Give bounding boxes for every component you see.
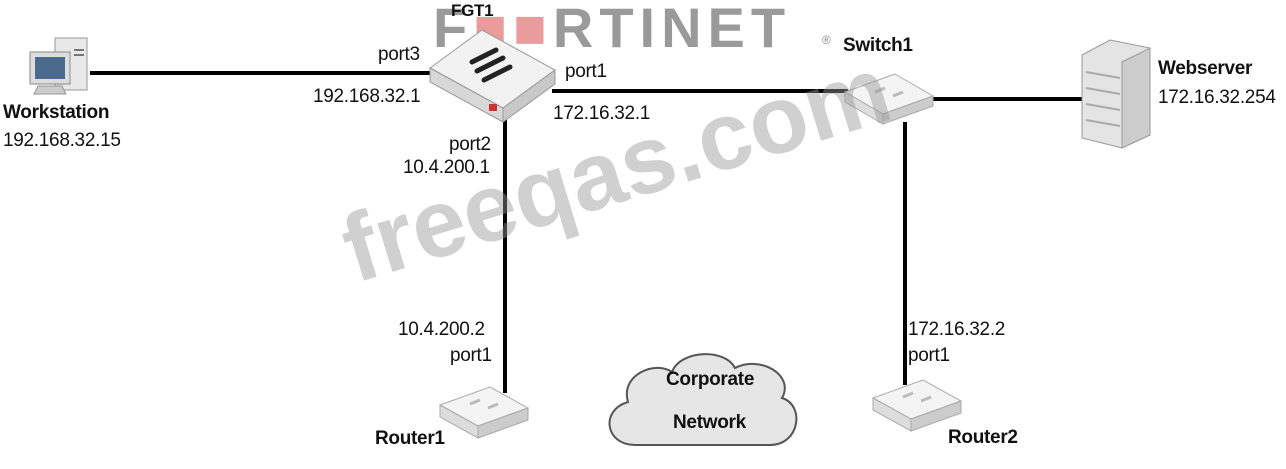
router1-port-label: port1 bbox=[450, 345, 492, 366]
router2-label: Router2 bbox=[948, 427, 1018, 448]
webserver-label: Webserver bbox=[1158, 58, 1253, 79]
workstation-label: Workstation bbox=[3, 102, 110, 123]
router1-icon bbox=[438, 386, 530, 439]
cloud-label-line1: Corporate bbox=[666, 369, 755, 390]
fgt1-port3-ip: 192.168.32.1 bbox=[313, 86, 421, 107]
cloud-label-line2: Network bbox=[673, 412, 746, 433]
cloud-icon bbox=[608, 353, 798, 446]
router1-label: Router1 bbox=[375, 428, 445, 449]
webserver-ip: 172.16.32.254 bbox=[1158, 87, 1276, 108]
fgt1-port2-ip: 10.4.200.1 bbox=[403, 157, 490, 178]
workstation-icon bbox=[29, 37, 88, 95]
router2-ip: 172.16.32.2 bbox=[908, 319, 1006, 340]
workstation-ip: 192.168.32.15 bbox=[3, 130, 121, 151]
fgt1-port3-label: port3 bbox=[378, 44, 420, 65]
webserver-icon bbox=[1081, 39, 1151, 149]
switch-icon bbox=[843, 73, 935, 125]
fgt1-port1-label: port1 bbox=[565, 61, 607, 82]
fgt1-label: FGT1 bbox=[451, 1, 494, 20]
router2-port-label: port1 bbox=[908, 345, 950, 366]
registered-mark: ® bbox=[822, 33, 831, 47]
router2-icon bbox=[871, 379, 963, 432]
switch1-label: Switch1 bbox=[843, 35, 913, 56]
router1-ip: 10.4.200.2 bbox=[398, 319, 485, 340]
fgt1-port2-label: port2 bbox=[449, 134, 491, 155]
fortigate-icon bbox=[429, 29, 556, 123]
fgt1-port1-ip: 172.16.32.1 bbox=[553, 103, 651, 124]
fortinet-logo-watermark: F■■RTINET bbox=[433, 0, 792, 59]
